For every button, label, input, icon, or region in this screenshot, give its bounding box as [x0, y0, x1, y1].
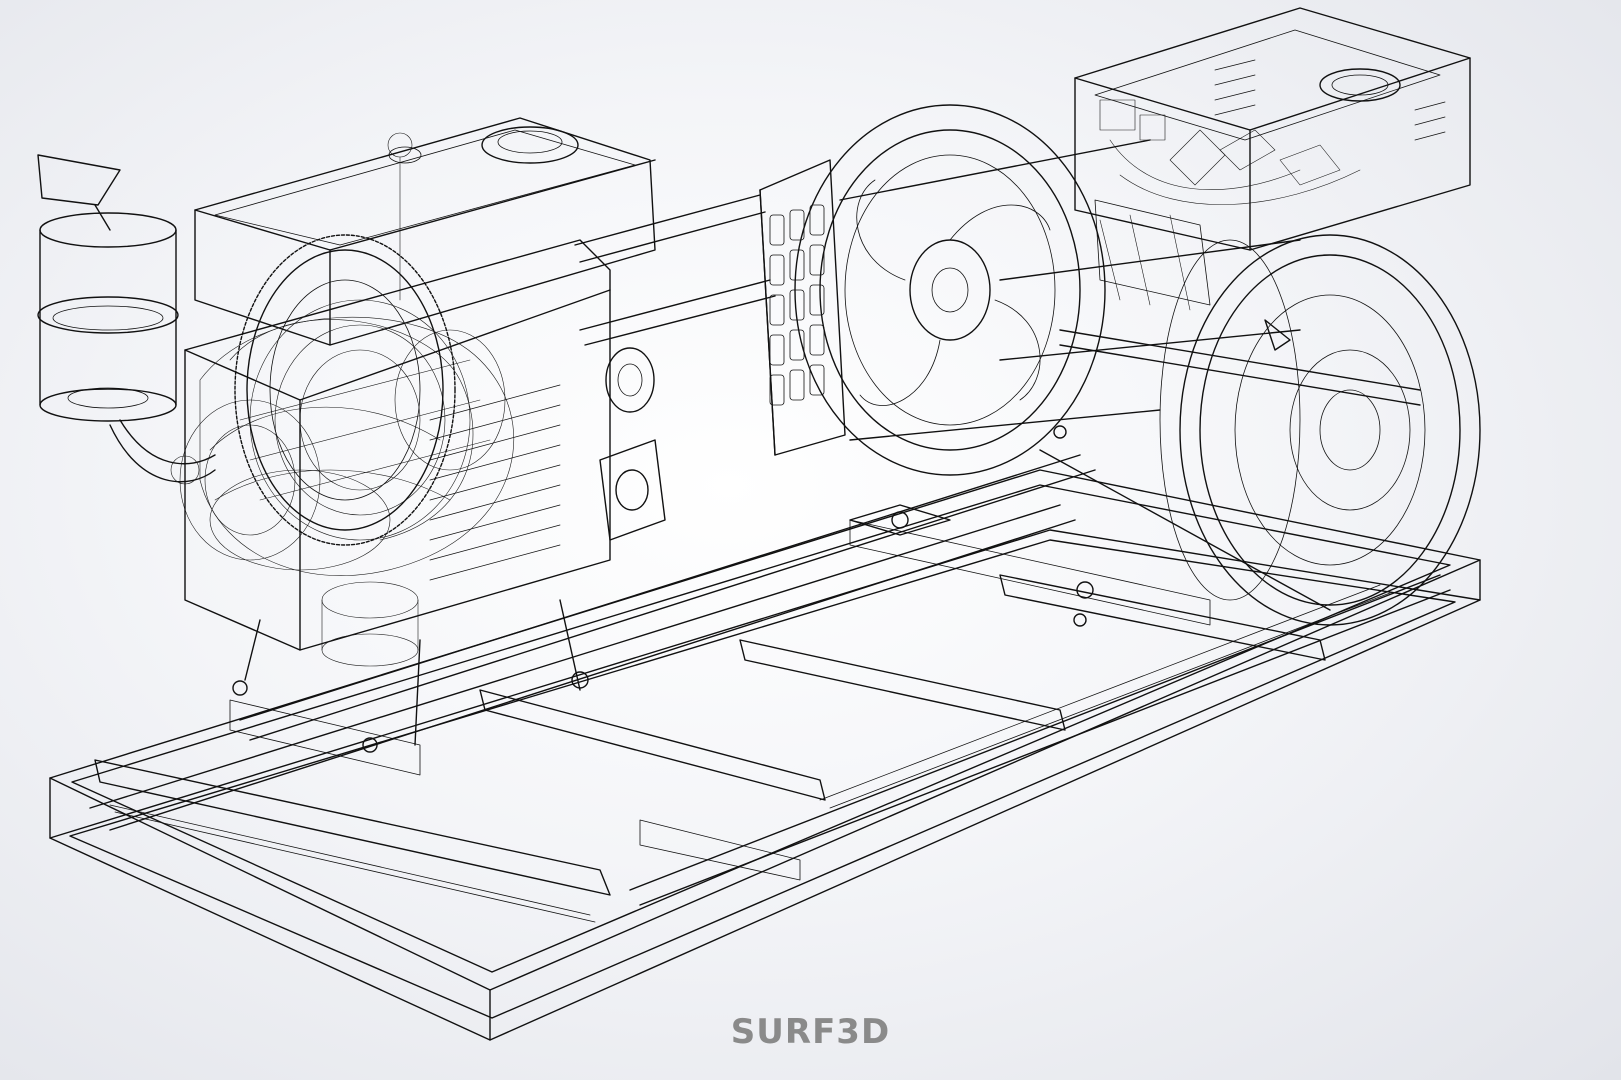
flywheel: [234, 234, 456, 546]
connecting-shaft: [574, 194, 776, 541]
control-box: [1074, 7, 1471, 311]
air-filter: [37, 154, 216, 483]
radiator-grille: [759, 159, 846, 456]
fuel-tank: [194, 117, 656, 346]
alternator-housing: [999, 234, 1481, 626]
mounting-brackets: [232, 425, 1094, 753]
surf3d-watermark-logo: SURF3D: [730, 1012, 891, 1052]
cooling-fan: [794, 104, 1161, 476]
skid-base-frame: [49, 454, 1481, 1041]
engine-block: [170, 132, 611, 746]
